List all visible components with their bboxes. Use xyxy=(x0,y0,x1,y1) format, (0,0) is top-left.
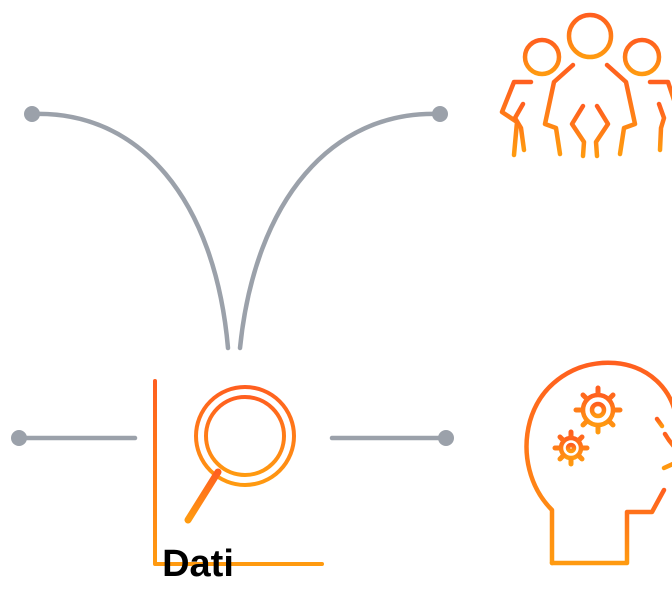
connector-curve-top-left xyxy=(29,111,231,351)
endpoint-dot-top-left xyxy=(24,106,40,122)
center-node-label: Dati xyxy=(162,543,234,585)
head-gears-icon xyxy=(524,360,672,566)
connector-endpoints xyxy=(11,106,454,446)
people-group-icon xyxy=(499,12,672,159)
endpoint-dot-top-right xyxy=(432,106,448,122)
endpoint-dot-left xyxy=(11,430,27,446)
endpoint-dot-right xyxy=(438,430,454,446)
data-analysis-chart-magnifier-icon xyxy=(153,379,324,566)
connector-curve-top-right xyxy=(237,111,443,351)
connector-lines xyxy=(16,111,449,441)
